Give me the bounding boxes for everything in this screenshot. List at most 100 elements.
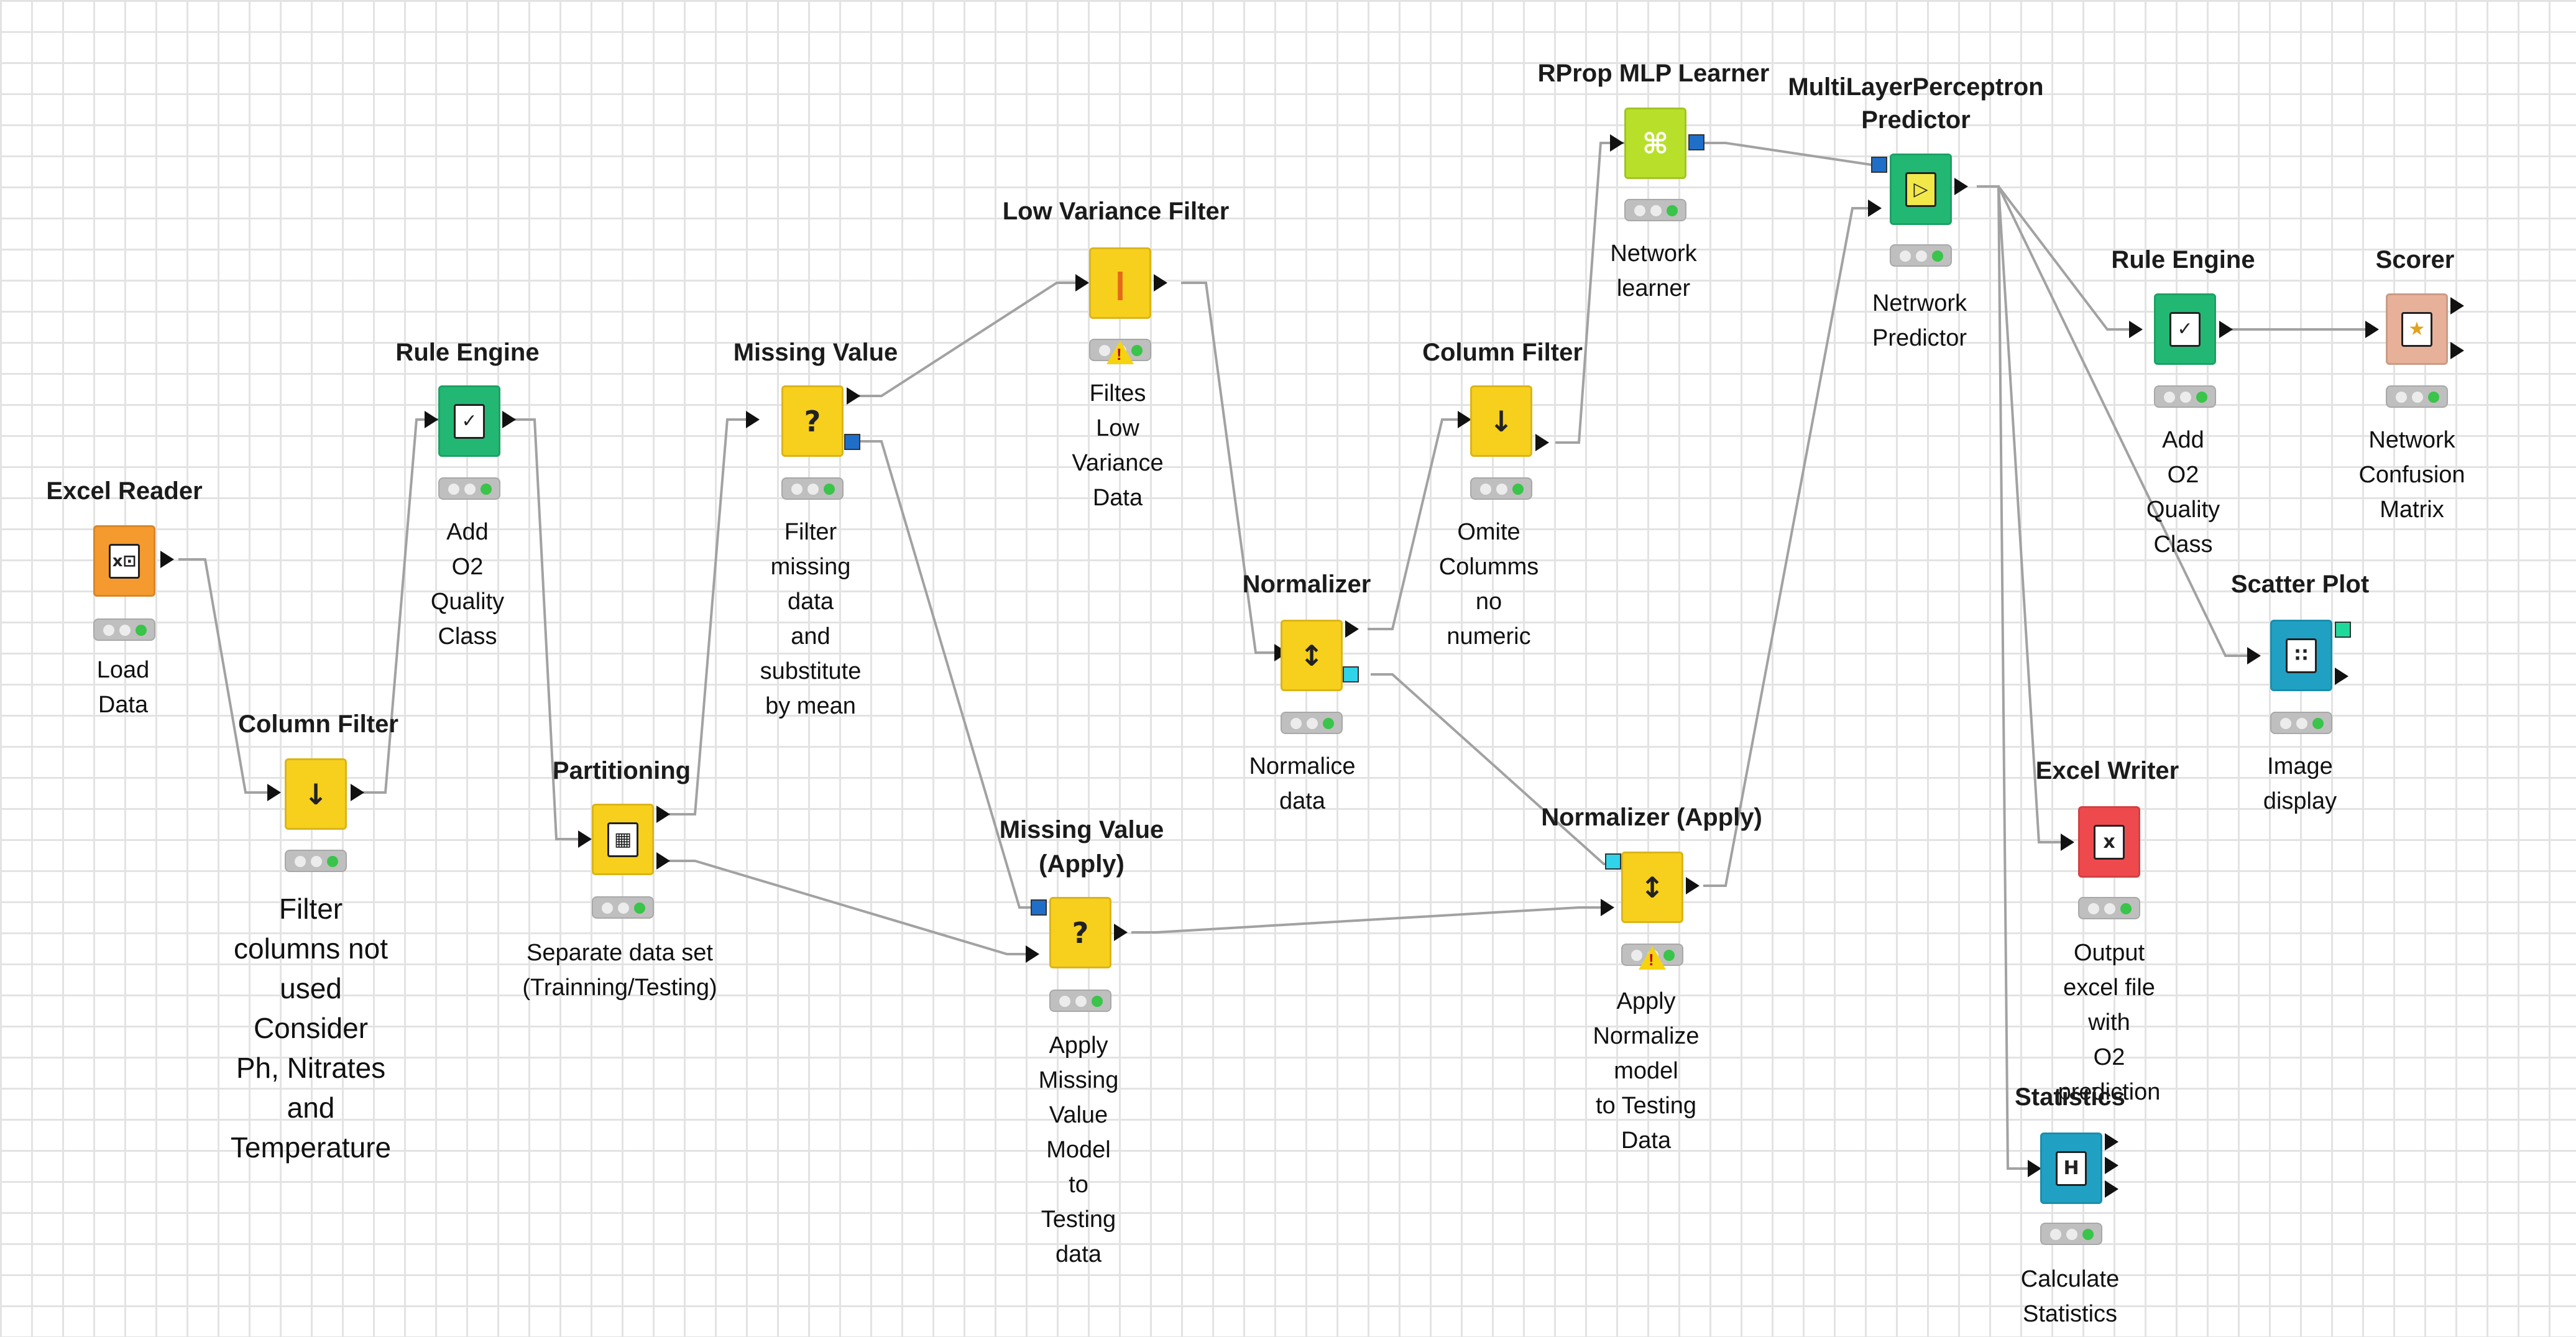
status-indicator	[781, 477, 844, 500]
output-port-accuracy[interactable]	[2450, 342, 2464, 359]
input-port[interactable]	[1026, 945, 1039, 963]
node-icon-box[interactable]: ▦	[592, 804, 654, 875]
node-title: Scorer	[2375, 246, 2455, 273]
node-icon-box[interactable]: ▷	[1890, 154, 1952, 225]
output-port[interactable]	[2335, 668, 2348, 685]
normalizer-apply-icon: ↕	[1640, 870, 1665, 904]
connection-normalizer-apply-to-predictor[interactable]	[1703, 207, 1879, 887]
output-port[interactable]	[2219, 321, 2233, 338]
input-port[interactable]	[1458, 411, 1471, 428]
input-port[interactable]	[578, 830, 592, 848]
node-title: Excel Reader	[46, 477, 203, 505]
status-indicator	[2040, 1223, 2102, 1245]
status-indicator	[285, 850, 347, 872]
node-title: Rule Engine	[395, 339, 540, 366]
connection-missing-value-model-to-apply[interactable]	[859, 440, 1034, 909]
input-port[interactable]	[1868, 200, 1882, 217]
node-icon-box[interactable]: ❙	[1089, 247, 1151, 319]
output-port[interactable]	[502, 411, 516, 428]
output-port-3[interactable]	[2105, 1180, 2118, 1198]
input-port[interactable]	[1075, 274, 1089, 292]
node-title: Missing Value	[733, 339, 898, 366]
connection-predictor-to-excel-writer[interactable]	[1977, 185, 2066, 843]
connection-partitioning-to-missing-value[interactable]	[669, 418, 754, 816]
node-icon-box[interactable]: ↕	[1281, 620, 1343, 691]
node-icon-box[interactable]: ∷	[2270, 620, 2332, 691]
normalizer-icon: ↕	[1299, 638, 1324, 673]
neural-network-icon: ⌘	[1642, 126, 1669, 160]
model-output-port[interactable]	[1688, 134, 1704, 150]
output-port[interactable]	[1954, 178, 1968, 195]
connection-low-variance-to-normalizer[interactable]	[1181, 282, 1282, 654]
status-indicator	[592, 896, 654, 919]
input-port[interactable]	[2028, 1160, 2041, 1177]
node-label: Apply Missing Value Model to Testing dat…	[1038, 1032, 1119, 1267]
output-port[interactable]	[1114, 924, 1128, 941]
output-port-test[interactable]	[656, 852, 670, 870]
output-port-1[interactable]	[2105, 1133, 2118, 1151]
connection-missing-value-apply-to-normalizer-apply[interactable]	[1131, 906, 1606, 934]
input-port[interactable]	[1610, 134, 1624, 152]
output-port[interactable]	[1154, 274, 1167, 292]
output-port-train[interactable]	[656, 806, 670, 823]
model-output-port[interactable]	[844, 434, 860, 450]
input-port[interactable]	[746, 411, 760, 428]
connection-normalizer-to-column-filter[interactable]	[1368, 418, 1469, 630]
model-output-port[interactable]	[1343, 666, 1359, 682]
node-icon-box[interactable]: ★	[2386, 293, 2448, 365]
connection-excel-reader-to-column-filter[interactable]	[178, 558, 272, 794]
output-port[interactable]	[1535, 434, 1549, 451]
output-port-confusion-matrix[interactable]	[2450, 297, 2464, 315]
node-icon-box[interactable]: ✓	[2154, 293, 2216, 365]
status-indicator	[1890, 244, 1952, 267]
column-filter-icon: ↓	[1489, 404, 1514, 438]
statistics-icon: H	[2056, 1151, 2087, 1186]
output-port[interactable]	[847, 387, 860, 405]
node-icon-box[interactable]: ↕	[1621, 852, 1683, 923]
model-input-port[interactable]	[1871, 157, 1887, 173]
node-icon-box[interactable]: ↓	[285, 758, 347, 830]
connection-learner-to-predictor[interactable]	[1699, 142, 1880, 166]
input-port[interactable]	[1601, 899, 1614, 916]
connection-missing-value-to-low-variance[interactable]	[855, 282, 1083, 397]
output-port[interactable]	[160, 551, 174, 568]
node-title: Normalizer (Apply)	[1541, 804, 1762, 831]
input-port[interactable]	[2365, 321, 2379, 338]
output-port[interactable]	[1345, 620, 1359, 638]
node-title: Rule Engine	[2111, 246, 2255, 273]
input-port[interactable]	[267, 784, 281, 801]
node-title: Partitioning	[552, 757, 691, 784]
node-icon-box[interactable]: ⌘	[1624, 108, 1686, 179]
warning-icon: !	[1639, 946, 1666, 970]
node-icon-box[interactable]: x⊡	[93, 525, 155, 597]
input-port[interactable]	[2129, 321, 2143, 338]
status-indicator	[93, 618, 155, 641]
connection-rule-engine-to-partitioning[interactable]	[507, 418, 583, 840]
node-icon-box[interactable]: ?	[781, 385, 844, 457]
node-icon-box[interactable]: ?	[1049, 897, 1111, 968]
model-input-port[interactable]	[1605, 853, 1621, 870]
input-port[interactable]	[425, 411, 438, 428]
input-port[interactable]	[2247, 647, 2261, 664]
warning-mark: !	[1649, 950, 1654, 969]
input-port[interactable]	[2061, 834, 2074, 851]
node-icon-box[interactable]: ↓	[1470, 385, 1532, 457]
output-port[interactable]	[351, 784, 364, 801]
connection-partitioning-to-missing-value-apply[interactable]	[669, 860, 1034, 955]
node-icon-box[interactable]: H	[2040, 1133, 2102, 1204]
connection-normalizer-model-to-apply[interactable]	[1371, 673, 1616, 865]
node-label: Calculate Statistics	[2020, 1266, 2120, 1327]
node-icon-box[interactable]: x	[2078, 806, 2140, 878]
model-input-port[interactable]	[1031, 899, 1047, 916]
status-indicator	[2078, 897, 2140, 919]
image-output-port[interactable]	[2335, 622, 2351, 638]
output-port-2[interactable]	[2105, 1157, 2118, 1174]
node-label: Netrwork Predictor	[1872, 290, 1967, 351]
node-label: Network Confusion Matrix	[2358, 427, 2465, 523]
connection-predictor-to-statistics[interactable]	[1977, 185, 2035, 1170]
node-icon-box[interactable]: ✓	[438, 385, 500, 457]
output-port[interactable]	[1686, 877, 1700, 894]
status-indicator	[2270, 712, 2332, 734]
